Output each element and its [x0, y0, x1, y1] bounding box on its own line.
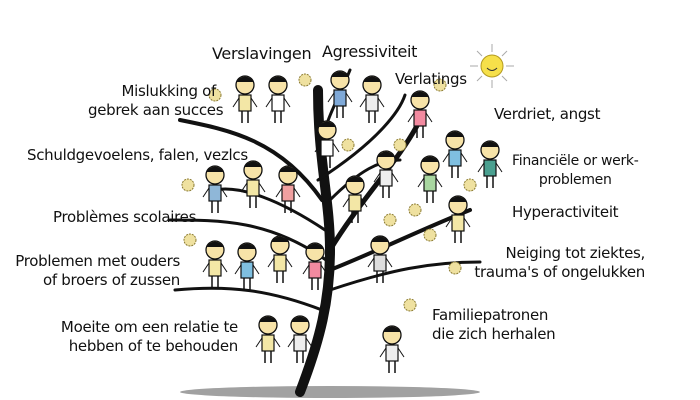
label-line: Mislukking of	[121, 82, 217, 100]
label-scolaires: Problèmes scolaires	[53, 208, 197, 226]
person-figure	[379, 325, 405, 373]
person-figure	[234, 242, 260, 290]
flower-icon	[383, 213, 397, 227]
person-figure	[327, 70, 353, 118]
person-figure	[373, 150, 399, 198]
label-line: of broers of zussen	[42, 271, 180, 289]
flower-icon	[393, 138, 407, 152]
branch	[173, 286, 324, 312]
label-familiepatronen: Familiepatronen die zich herhalen	[432, 306, 556, 344]
person-figure	[314, 120, 340, 168]
label-line: problemen	[538, 172, 612, 188]
person-figure	[265, 75, 291, 123]
label-line: Problemen met ouders	[15, 252, 180, 270]
label-mislukking: Mislukking of gebrek aan succes	[88, 82, 224, 120]
sun-icon	[470, 44, 514, 88]
person-figure	[302, 242, 328, 290]
flowers	[181, 73, 477, 312]
person-figure	[407, 90, 433, 138]
person-figure	[255, 315, 281, 363]
branch	[213, 187, 327, 232]
label-verdriet: Verdriet, angst	[494, 105, 601, 123]
label-financiele: Financiële or werk- problemen	[512, 152, 639, 190]
person-figure	[202, 165, 228, 213]
label-agressiviteit: Agressiviteit	[322, 42, 418, 61]
person-figure	[202, 240, 228, 288]
ground-shadow	[180, 386, 480, 398]
flower-icon	[403, 298, 417, 312]
flower-icon	[423, 228, 437, 242]
branch	[327, 117, 423, 253]
label-line: Familiepatronen	[432, 306, 549, 324]
label-verslavingen: Verslavingen	[212, 44, 312, 63]
person-figure	[417, 155, 443, 203]
label-line: gebrek aan succes	[88, 101, 224, 119]
flower-icon	[433, 78, 447, 92]
flower-icon	[183, 233, 197, 247]
person-figure	[442, 130, 468, 178]
flower-icon	[341, 138, 355, 152]
label-schuldgevoelens: Schuldgevoelens, falen, vezlcs	[27, 146, 248, 164]
person-figure	[367, 235, 393, 283]
person-figure	[232, 75, 258, 123]
label-line: die zich herhalen	[432, 325, 556, 343]
person-figure	[240, 160, 266, 208]
label-line: Moeite om een relatie te	[60, 318, 238, 336]
person-figure	[445, 195, 471, 243]
branch	[316, 93, 407, 182]
label-ziektes: Neiging tot ziektes, trauma's of ongeluk…	[470, 244, 645, 282]
flower-icon	[208, 88, 222, 102]
person-figure	[267, 235, 293, 283]
label-line: hebben of te behouden	[68, 337, 239, 355]
label-ouders: Problemen met ouders of broers of zussen	[15, 252, 180, 290]
label-line: trauma's of ongelukken	[474, 263, 645, 281]
label-hyperactiviteit: Hyperactiviteit	[512, 203, 619, 221]
label-verlatings: Verlatings	[395, 70, 467, 88]
flower-icon	[463, 178, 477, 192]
flower-icon	[448, 261, 462, 275]
people-figures	[202, 70, 503, 373]
person-figure	[287, 315, 313, 363]
branch	[178, 118, 324, 202]
person-figure	[477, 140, 503, 188]
label-relatie: Moeite om een relatie te hebben of te be…	[40, 318, 238, 356]
label-line: Financiële or werk-	[512, 153, 639, 169]
person-figure	[342, 175, 368, 223]
branch	[328, 260, 482, 292]
flower-icon	[181, 178, 195, 192]
person-figure	[359, 75, 385, 123]
person-figure	[275, 165, 301, 213]
flower-icon	[408, 203, 422, 217]
flower-icon	[298, 73, 312, 87]
label-line: Neiging tot ziektes,	[505, 244, 646, 262]
